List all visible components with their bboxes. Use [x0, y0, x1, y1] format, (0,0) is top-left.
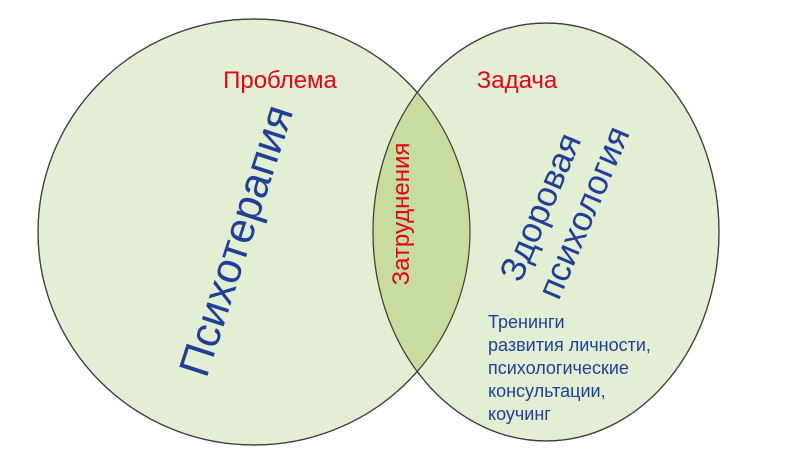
- overlap-label: Затруднения: [388, 143, 415, 286]
- right-circle-outline: [372, 22, 720, 442]
- right-note-line: Тренинги: [488, 312, 565, 332]
- left-circle-outline: [37, 18, 471, 446]
- right-top-label: Задача: [477, 67, 558, 94]
- right-note-line: коучинг: [488, 404, 551, 424]
- right-note-line: психологические: [488, 358, 629, 378]
- right-note: Тренинги развития личности, психологичес…: [488, 312, 651, 424]
- right-note-line: консультации,: [488, 381, 606, 401]
- left-top-label: Проблема: [223, 67, 337, 94]
- right-note-line: развития личности,: [488, 335, 651, 355]
